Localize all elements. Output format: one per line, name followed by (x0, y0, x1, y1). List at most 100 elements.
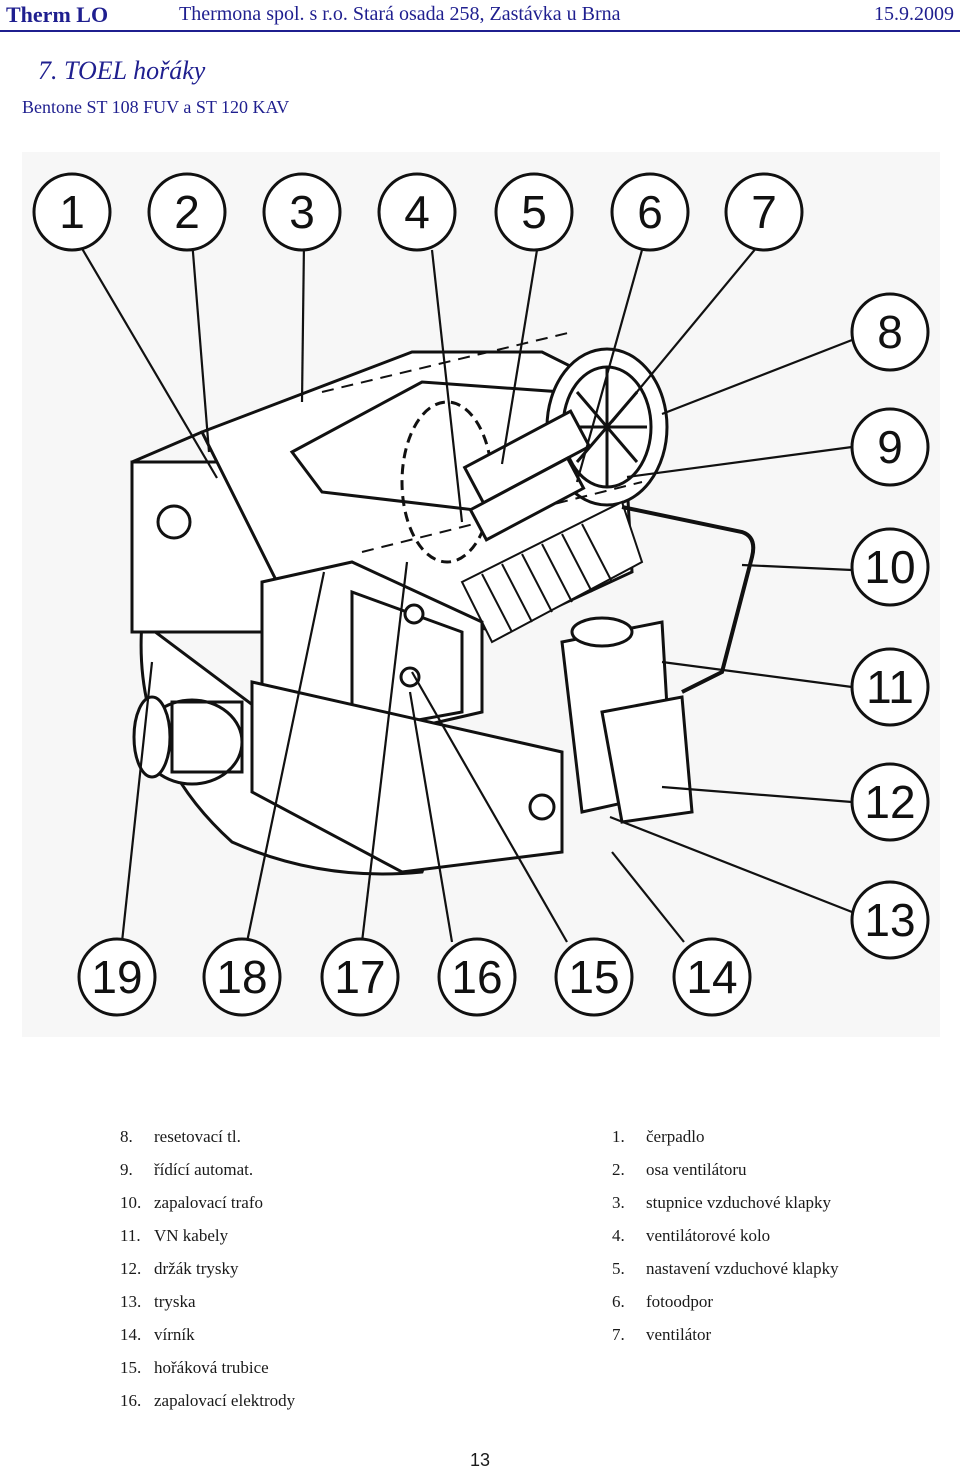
legend-label: ventilátor (646, 1325, 712, 1344)
callout-number: 5 (521, 186, 547, 238)
legend-label: nastavení vzduchové klapky (646, 1259, 839, 1278)
company-address: Thermona spol. s r.o. Stará osada 258, Z… (179, 3, 621, 25)
legend-label: řídící automat. (154, 1160, 254, 1179)
callout-number: 3 (289, 186, 315, 238)
callout-2: 2 (147, 172, 227, 252)
legend-item: 6. fotoodpor (612, 1290, 839, 1323)
callout-number: 17 (334, 951, 385, 1003)
legend-item: 4. ventilátorové kolo (612, 1224, 839, 1257)
callout-16: 16 (437, 937, 517, 1017)
section-subtitle: Bentone ST 108 FUV a ST 120 KAV (22, 97, 290, 117)
burner-drawing (130, 331, 756, 876)
callout-number: 11 (866, 661, 914, 713)
legend-label: fotoodpor (646, 1292, 714, 1311)
legend-item: 15. hořáková trubice (120, 1356, 295, 1389)
legend-number: 8. (120, 1127, 133, 1146)
legend-number: 5. (612, 1259, 625, 1278)
legend-label: zapalovací elektrody (154, 1391, 296, 1410)
callout-number: 13 (864, 894, 915, 946)
page-number: 13 (470, 1450, 491, 1470)
callout-number: 8 (877, 306, 903, 358)
legend-number: 9. (120, 1160, 133, 1179)
callout-number: 16 (451, 951, 502, 1003)
callout-number: 9 (877, 421, 903, 473)
callout-3: 3 (262, 172, 342, 252)
legend-item: 5. nastavení vzduchové klapky (612, 1257, 839, 1290)
legend-number: 11. (120, 1226, 141, 1245)
callout-11: 11 (850, 647, 930, 727)
legend-item: 8. resetovací tl. (120, 1125, 295, 1158)
callout-5: 5 (494, 172, 574, 252)
callout-number: 7 (751, 186, 777, 238)
brand-name: Therm LO (6, 2, 109, 27)
legend-item: 2. osa ventilátoru (612, 1158, 839, 1191)
legend-item: 12. držák trysky (120, 1257, 295, 1290)
callout-number: 19 (91, 951, 142, 1003)
legend-number: 16. (120, 1391, 142, 1410)
legend-item: 9. řídící automat. (120, 1158, 295, 1191)
callout-7: 7 (724, 172, 804, 252)
callout-9: 9 (850, 407, 930, 487)
callout-number: 1 (59, 186, 85, 238)
legend-right: 1. čerpadlo 2. osa ventilátoru 3. stupnice vz… (612, 1125, 839, 1356)
legend-number: 15. (120, 1358, 142, 1377)
callout-8: 8 (850, 292, 930, 372)
legend-number: 13. (120, 1292, 142, 1311)
callout-4: 4 (377, 172, 457, 252)
callout-6: 6 (610, 172, 690, 252)
legend-item: 10. zapalovací trafo (120, 1191, 295, 1224)
legend-label: stupnice vzduchové klapky (646, 1193, 832, 1212)
page-header: Therm LO Thermona spol. s r.o. Stará osa… (0, 0, 960, 30)
header-date: 15.9.2009 (874, 3, 954, 25)
legend-label: vírník (154, 1325, 195, 1344)
legend-label: VN kabely (154, 1226, 229, 1245)
legend-number: 10. (120, 1193, 142, 1212)
legend-label: čerpadlo (646, 1127, 705, 1146)
legend-label: držák trysky (154, 1259, 239, 1278)
legend-item: 16. zapalovací elektrody (120, 1389, 295, 1422)
legend-number: 2. (612, 1160, 625, 1179)
legend-item: 7. ventilátor (612, 1323, 839, 1356)
legend-number: 7. (612, 1325, 625, 1344)
legend-label: ventilátorové kolo (646, 1226, 771, 1245)
callout-number: 18 (216, 951, 267, 1003)
legend-number: 4. (612, 1226, 625, 1245)
legend-label: osa ventilátoru (646, 1160, 747, 1179)
legend-number: 6. (612, 1292, 625, 1311)
callout-10: 10 (850, 527, 930, 607)
legend-left: 8. resetovací tl. 9. řídící automat. 10. zapa… (120, 1125, 295, 1422)
legend-number: 1. (612, 1127, 625, 1146)
header-rule (0, 30, 960, 32)
legend-number: 12. (120, 1259, 142, 1278)
legend-item: 14. vírník (120, 1323, 295, 1356)
callout-15: 15 (554, 937, 634, 1017)
legend-item: 13. tryska (120, 1290, 295, 1323)
callout-number: 14 (686, 951, 737, 1003)
callout-13: 13 (850, 880, 930, 960)
legend-label: tryska (154, 1292, 196, 1311)
callout-number: 6 (637, 186, 663, 238)
legend-item: 11. VN kabely (120, 1224, 295, 1257)
callout-1: 1 (32, 172, 112, 252)
legend-label: resetovací tl. (154, 1127, 241, 1146)
legend-label: hořáková trubice (154, 1358, 269, 1377)
callout-17: 17 (320, 937, 400, 1017)
callout-number: 2 (174, 186, 200, 238)
leader-lines (76, 239, 853, 943)
legend-number: 14. (120, 1325, 142, 1344)
callout-number: 10 (864, 541, 915, 593)
callout-number: 15 (568, 951, 619, 1003)
legend-number: 3. (612, 1193, 625, 1212)
callout-14: 14 (672, 937, 752, 1017)
callout-number: 4 (404, 186, 430, 238)
callout-19: 19 (77, 937, 157, 1017)
legend-item: 1. čerpadlo (612, 1125, 839, 1158)
section-title: 7. TOEL hořáky (38, 56, 206, 85)
legend-label: zapalovací trafo (154, 1193, 264, 1212)
callout-12: 12 (850, 762, 930, 842)
callout-number: 12 (864, 776, 915, 828)
callout-18: 18 (202, 937, 282, 1017)
legend-item: 3. stupnice vzduchové klapky (612, 1191, 839, 1224)
